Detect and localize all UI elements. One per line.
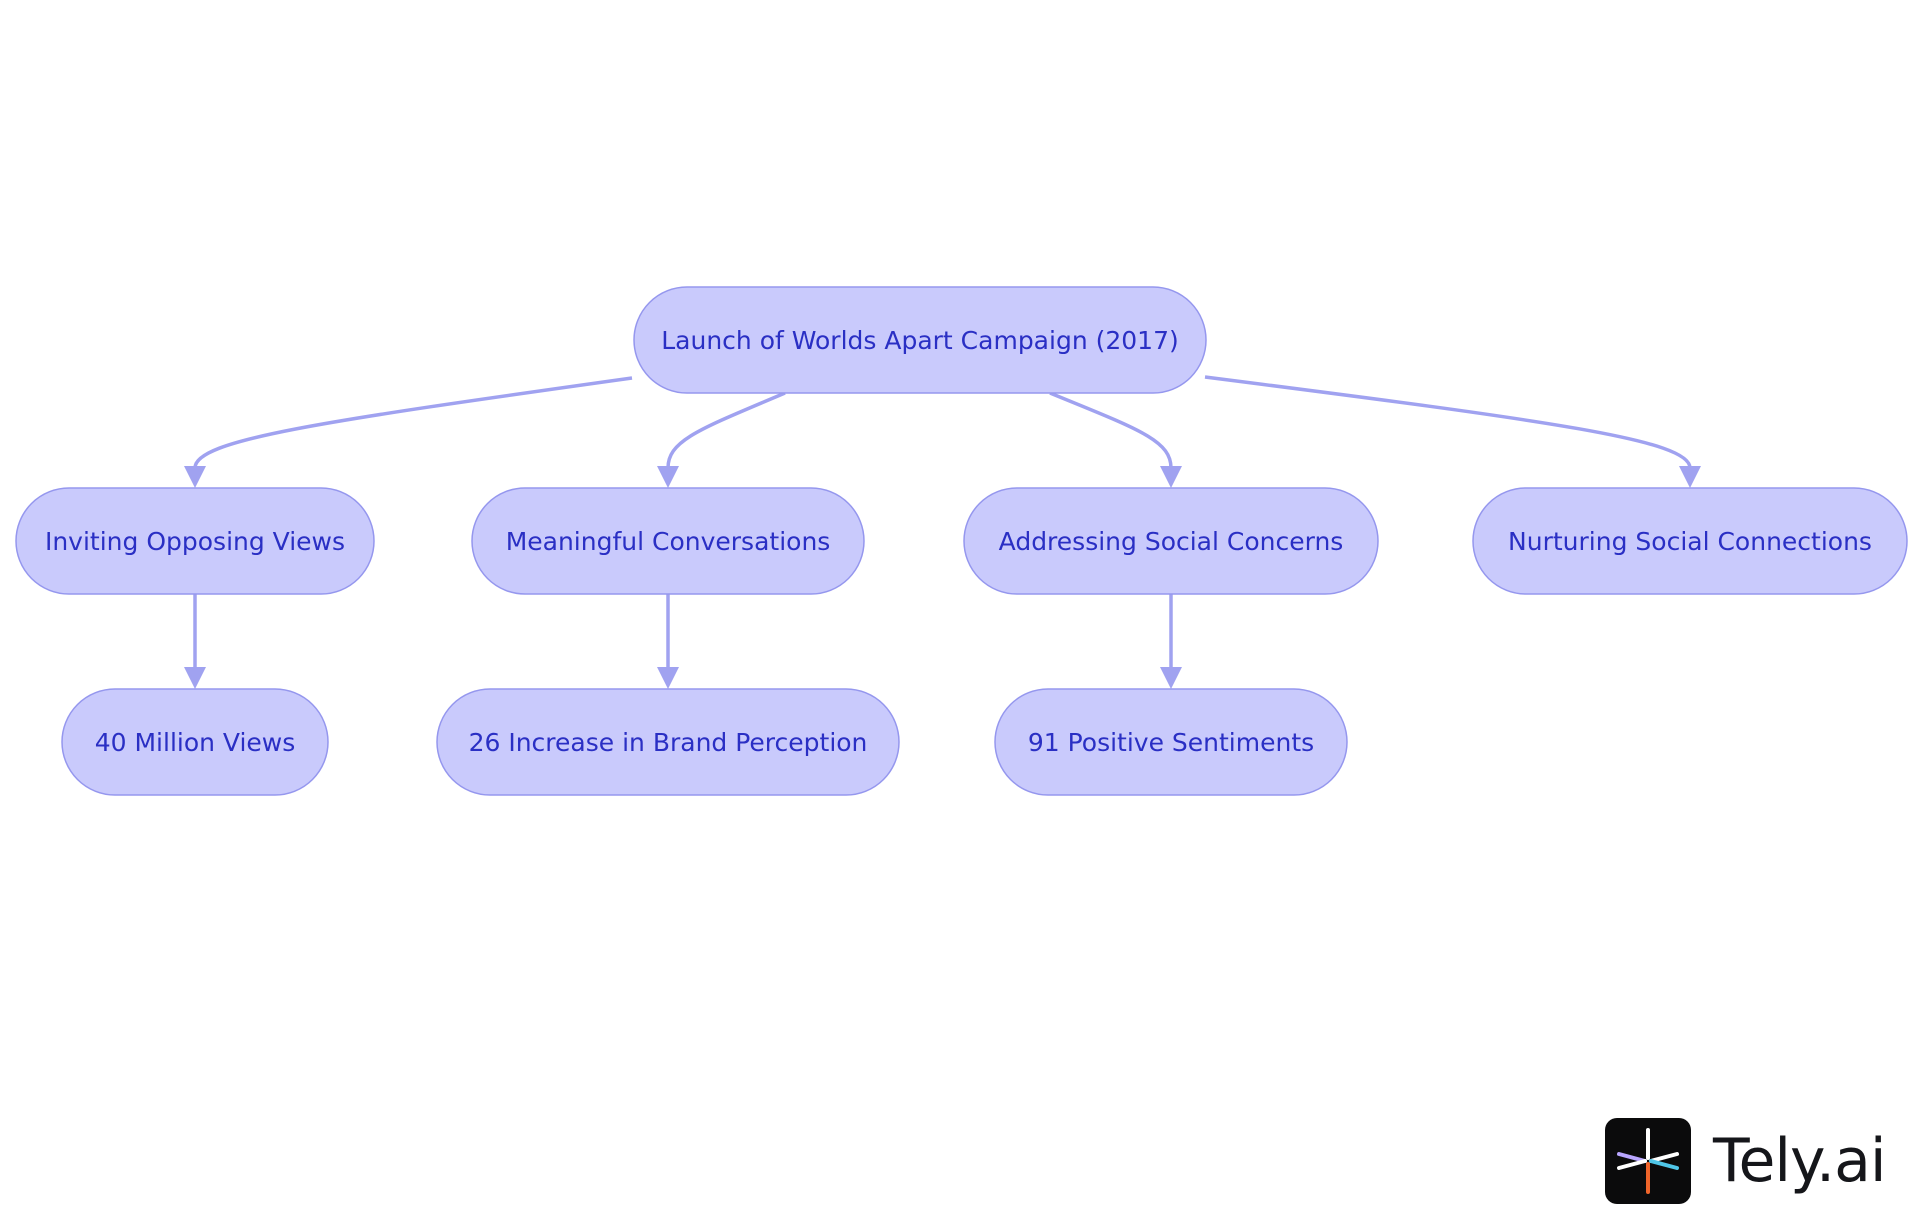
- arrowhead-n2-n6: [657, 667, 679, 689]
- brand-logo-text: Tely.ai: [1713, 1126, 1887, 1196]
- brand-logo: Tely.ai: [1605, 1118, 1887, 1204]
- arrowhead-n1-n5: [184, 667, 206, 689]
- node-shape: [633, 286, 1207, 394]
- edges-layer: [184, 375, 1701, 689]
- arrowhead-root-n2: [657, 466, 679, 488]
- node-shape: [61, 688, 329, 796]
- node-shape: [471, 487, 865, 595]
- arrowhead-n3-n7: [1160, 667, 1182, 689]
- edge-root-n3: [1049, 391, 1173, 469]
- edge-root-n4: [1204, 375, 1692, 469]
- node-n7: 91 Positive Sentiments: [994, 688, 1348, 796]
- arrowhead-root-n3: [1160, 466, 1182, 488]
- node-shape: [1472, 487, 1908, 595]
- node-label: Launch of Worlds Apart Campaign (2017): [661, 326, 1179, 355]
- edge-root-n2: [666, 391, 786, 469]
- nodes-layer: Launch of Worlds Apart Campaign (2017) In…: [15, 286, 1908, 796]
- node-n2: Meaningful Conversations: [471, 487, 865, 595]
- node-label: 91 Positive Sentiments: [1028, 728, 1314, 757]
- node-shape: [963, 487, 1379, 595]
- arrowhead-root-n1: [184, 466, 206, 488]
- node-n3: Addressing Social Concerns: [963, 487, 1379, 595]
- node-label: Addressing Social Concerns: [999, 527, 1344, 556]
- arrowhead-root-n4: [1679, 466, 1701, 488]
- edge-root-n1: [193, 376, 633, 469]
- logo-mark-glyph: [1617, 1128, 1679, 1194]
- node-shape: [994, 688, 1348, 796]
- node-n5: 40 Million Views: [61, 688, 329, 796]
- node-label: 26 Increase in Brand Perception: [469, 728, 868, 757]
- node-label: Inviting Opposing Views: [45, 527, 345, 556]
- node-n6: 26 Increase in Brand Perception: [436, 688, 900, 796]
- node-n4: Nurturing Social Connections: [1472, 487, 1908, 595]
- node-label: 40 Million Views: [95, 728, 296, 757]
- tely-logo-icon: [1605, 1118, 1691, 1204]
- node-n1: Inviting Opposing Views: [15, 487, 375, 595]
- node-shape: [436, 688, 900, 796]
- node-label: Nurturing Social Connections: [1508, 527, 1872, 556]
- node-label: Meaningful Conversations: [506, 527, 831, 556]
- node-shape: [15, 487, 375, 595]
- node-root: Launch of Worlds Apart Campaign (2017): [633, 286, 1207, 394]
